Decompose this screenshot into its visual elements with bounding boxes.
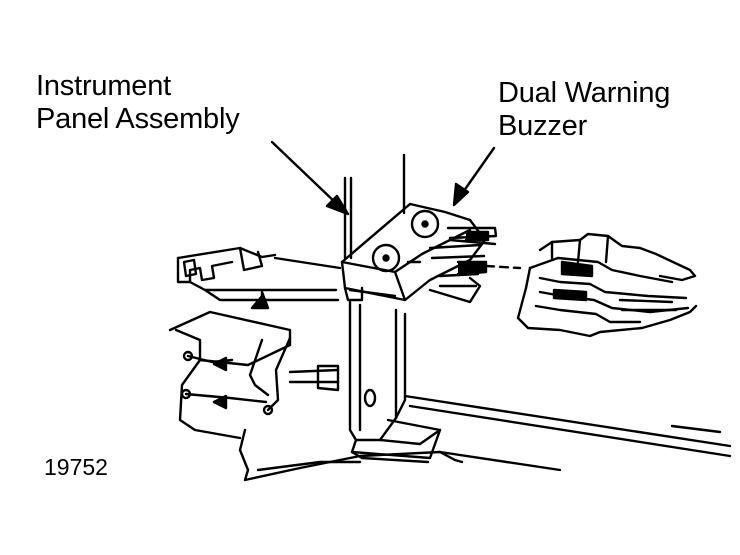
wiring-frame bbox=[168, 310, 340, 440]
instrument-panel-posts bbox=[343, 153, 406, 260]
mounting-bracket bbox=[348, 300, 442, 464]
label-line: Instrument bbox=[36, 70, 171, 102]
instrument-panel-leader bbox=[270, 140, 340, 207]
buzzer-arrowhead bbox=[452, 182, 470, 207]
label-line: Panel Assembly bbox=[36, 103, 240, 135]
instrument-panel-assembly-label: Instrument Panel Assembly bbox=[36, 70, 240, 136]
buzzer-connector bbox=[516, 232, 698, 338]
figure-number: 19752 bbox=[44, 454, 108, 480]
label-line: Buzzer bbox=[498, 110, 588, 142]
instrument-panel-arrowhead bbox=[325, 194, 350, 216]
dual-warning-buzzer-label: Dual Warning Buzzer bbox=[498, 77, 670, 143]
left-bracket bbox=[176, 246, 342, 310]
label-line: Dual Warning bbox=[498, 77, 671, 109]
dual-warning-buzzer bbox=[340, 202, 498, 304]
lower-rails bbox=[238, 394, 732, 482]
buzzer-leader bbox=[459, 146, 496, 197]
leader-arrows bbox=[270, 140, 496, 216]
